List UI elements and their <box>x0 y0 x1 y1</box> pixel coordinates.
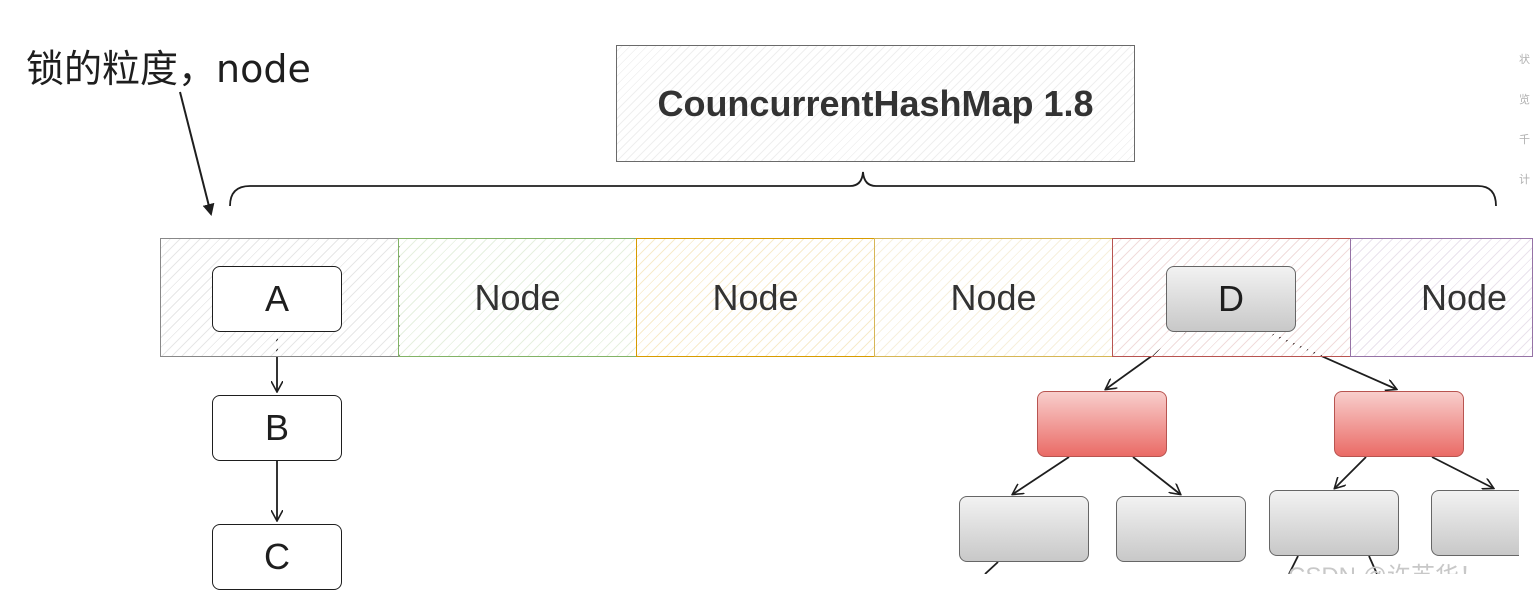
diagram-canvas: 锁的粒度，node CouncurrentHashMap 1.8 Node No… <box>26 40 1533 590</box>
bucket-cell-5: Node <box>1350 238 1533 357</box>
list-node-b: B <box>212 395 342 461</box>
side-char-0: 状 <box>1519 54 1530 66</box>
list-node-a-label: A <box>264 278 289 319</box>
diagram-title: CouncurrentHashMap 1.8 <box>657 82 1094 124</box>
lock-granularity-annotation: 锁的粒度，node <box>26 47 311 91</box>
tree-node-gray-rl <box>1269 490 1399 556</box>
list-node-c-label: C <box>264 536 290 577</box>
side-char-3: 计 <box>1519 174 1530 186</box>
tree-node-gray-lr <box>1116 496 1246 562</box>
list-node-b-label: B <box>264 407 289 448</box>
arrow-ll-down <box>984 561 999 574</box>
tree-node-gray-rr <box>1431 490 1519 556</box>
bucket-cell-2-label: Node <box>712 276 799 318</box>
tree-root-d: D <box>1166 266 1296 332</box>
side-char-1: 览 <box>1519 94 1530 106</box>
brace <box>229 171 1497 207</box>
bucket-cell-1: Node <box>398 238 637 357</box>
bucket-cell-3-label: Node <box>950 276 1037 318</box>
bucket-cell-3: Node <box>874 238 1113 357</box>
annotation-arrow <box>179 91 215 216</box>
list-node-a: A <box>212 266 342 332</box>
arrow-left-to-lr <box>1132 456 1180 494</box>
tree-node-gray-ll <box>959 496 1089 562</box>
side-char-2: 千 <box>1519 134 1530 146</box>
bucket-cell-1-label: Node <box>474 276 561 318</box>
arrow-right-to-rr <box>1431 456 1493 488</box>
tree-node-red-right <box>1334 391 1464 457</box>
side-panel-strip: 状 览 千 计 <box>1519 40 1533 200</box>
arrow-right-to-rl <box>1335 456 1367 488</box>
title-box: CouncurrentHashMap 1.8 <box>616 45 1135 162</box>
bucket-cell-2: Node <box>636 238 875 357</box>
bucket-cell-5-label: Node <box>1421 276 1508 318</box>
csdn-watermark: CSDN @许苏华！ <box>1288 556 1519 574</box>
arrow-rl-down <box>1288 555 1299 574</box>
list-node-c: C <box>212 524 342 590</box>
arrow-rl-down2 <box>1368 555 1378 574</box>
arrow-left-to-ll <box>1013 456 1070 494</box>
tree-node-red-left <box>1037 391 1167 457</box>
tree-root-label: D <box>1218 278 1244 319</box>
